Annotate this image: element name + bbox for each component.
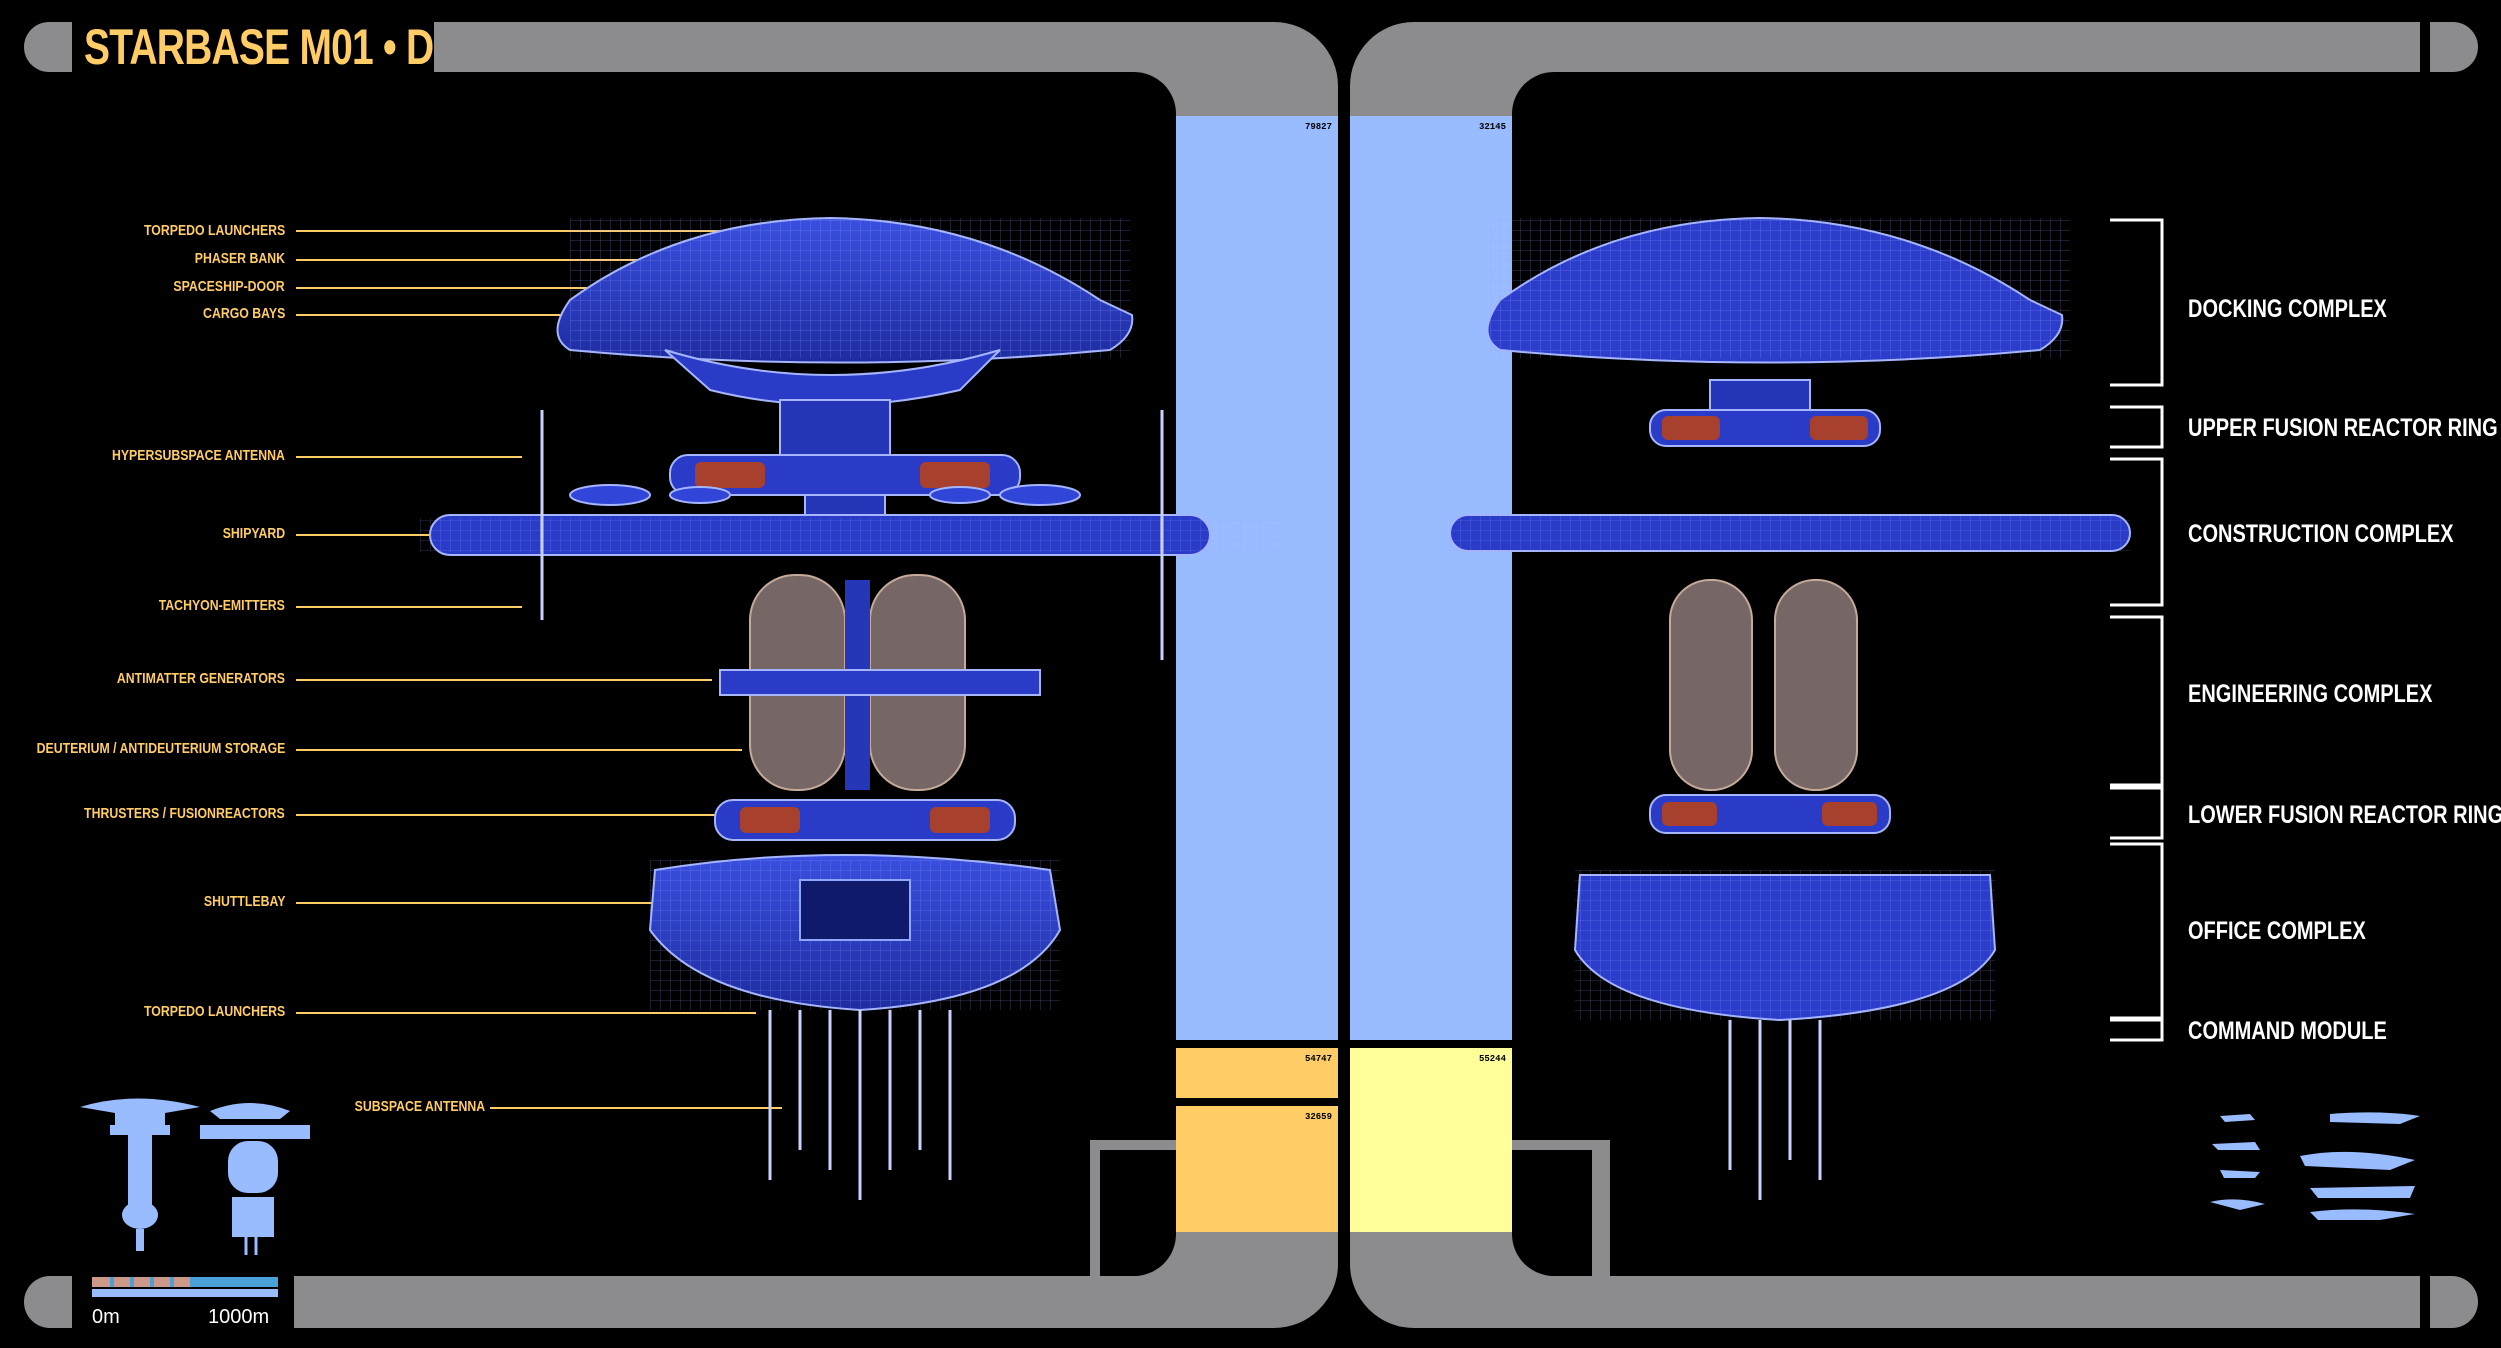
- label-spaceship-door: SPACESHIP-DOOR: [173, 278, 285, 295]
- leader-torpedo-launchers-top: [296, 230, 790, 232]
- label-thrusters: THRUSTERS / FUSIONREACTORS: [84, 805, 285, 822]
- leader-spaceship-door: [296, 287, 826, 289]
- leader-torpedo-launchers-bottom: [296, 1012, 756, 1014]
- leader-antimatter-generators: [296, 679, 712, 681]
- leader-subspace-antenna: [490, 1107, 782, 1109]
- label-cargo-bays: CARGO BAYS: [202, 305, 285, 322]
- footer-bar-left: [294, 1276, 1180, 1328]
- leader-shipyard: [296, 534, 430, 536]
- leader-phaser-bank: [296, 259, 716, 261]
- left-orange-bar-top: 54747: [1176, 1048, 1338, 1098]
- header-bar-left: [434, 22, 1180, 72]
- label-torpedo-launchers-bottom: TORPEDO LAUNCHERS: [143, 1003, 285, 1020]
- ship-size-comparison: [2210, 1112, 2420, 1220]
- section-brackets: [2110, 218, 2164, 1042]
- label-docking-complex: DOCKING COMPLEX: [2188, 295, 2387, 323]
- right-yellow-value: 55244: [1478, 1054, 1506, 1064]
- label-torpedo-launchers-top: TORPEDO LAUNCHERS: [143, 222, 285, 239]
- right-blue-value: 32145: [1478, 122, 1506, 132]
- scale-end-label: 1000m: [208, 1306, 270, 1328]
- starbase-front-schematic: [1449, 216, 2131, 1200]
- leader-cargo-bays: [296, 314, 614, 316]
- label-shuttlebay: SHUTTLEBAY: [203, 893, 285, 910]
- leader-deuterium-storage: [296, 749, 742, 751]
- leader-tachyon-emitters: [296, 606, 522, 608]
- label-phaser-bank: PHASER BANK: [194, 250, 285, 267]
- starbase-side-schematic: [420, 216, 1280, 1200]
- right-yellow-bar: 55244: [1350, 1048, 1512, 1232]
- label-command-module: COMMAND MODULE: [2188, 1017, 2387, 1045]
- footer-bar-right: [1560, 1276, 2420, 1328]
- footer-cap-right: [2430, 1276, 2478, 1328]
- label-shipyard: SHIPYARD: [222, 525, 285, 542]
- left-blue-value: 79827: [1304, 122, 1332, 132]
- scale-start-label: 0m: [92, 1306, 120, 1328]
- left-blue-bar: 79827: [1176, 116, 1338, 1040]
- left-panel-bottom-cut: [1100, 1150, 1176, 1276]
- label-antimatter-generators: ANTIMATTER GENERATORS: [116, 670, 285, 687]
- label-tachyon-emitters: TACHYON-EMITTERS: [158, 597, 285, 614]
- left-orange-bar-bottom: 32659: [1176, 1106, 1338, 1232]
- footer-cap-left: [24, 1276, 72, 1328]
- right-blue-bar: 32145: [1350, 116, 1512, 1040]
- label-deuterium-storage: DEUTERIUM / ANTIDEUTERIUM STORAGE: [36, 740, 285, 757]
- label-engineering-complex: ENGINEERING COMPLEX: [2188, 680, 2433, 708]
- label-hypersubspace-antenna: HYPERSUBSPACE ANTENNA: [112, 447, 285, 464]
- left-orange-top-value: 54747: [1304, 1054, 1332, 1064]
- label-upper-fusion-ring: UPPER FUSION REACTOR RING: [2188, 414, 2498, 442]
- label-construction-complex: CONSTRUCTION COMPLEX: [2188, 520, 2454, 548]
- header-cap-right: [2430, 22, 2478, 72]
- label-subspace-antenna: SUBSPACE ANTENNA: [354, 1098, 485, 1115]
- page-title: STARBASE M01 • DHS: [84, 19, 487, 75]
- left-orange-bottom-value: 32659: [1304, 1112, 1332, 1122]
- right-panel-bottom-cut: [1512, 1150, 1592, 1276]
- label-lower-fusion-ring: LOWER FUSION REACTOR RING: [2188, 801, 2501, 829]
- scale-bar: [92, 1277, 278, 1301]
- header-cap-left: [24, 22, 72, 72]
- silhouette-side-view: [80, 1098, 310, 1255]
- leader-thrusters: [296, 814, 752, 816]
- leader-hypersubspace-antenna: [296, 456, 522, 458]
- leader-shuttlebay: [296, 902, 736, 904]
- header-bar-right: [1560, 22, 2420, 72]
- label-office-complex: OFFICE COMPLEX: [2188, 917, 2366, 945]
